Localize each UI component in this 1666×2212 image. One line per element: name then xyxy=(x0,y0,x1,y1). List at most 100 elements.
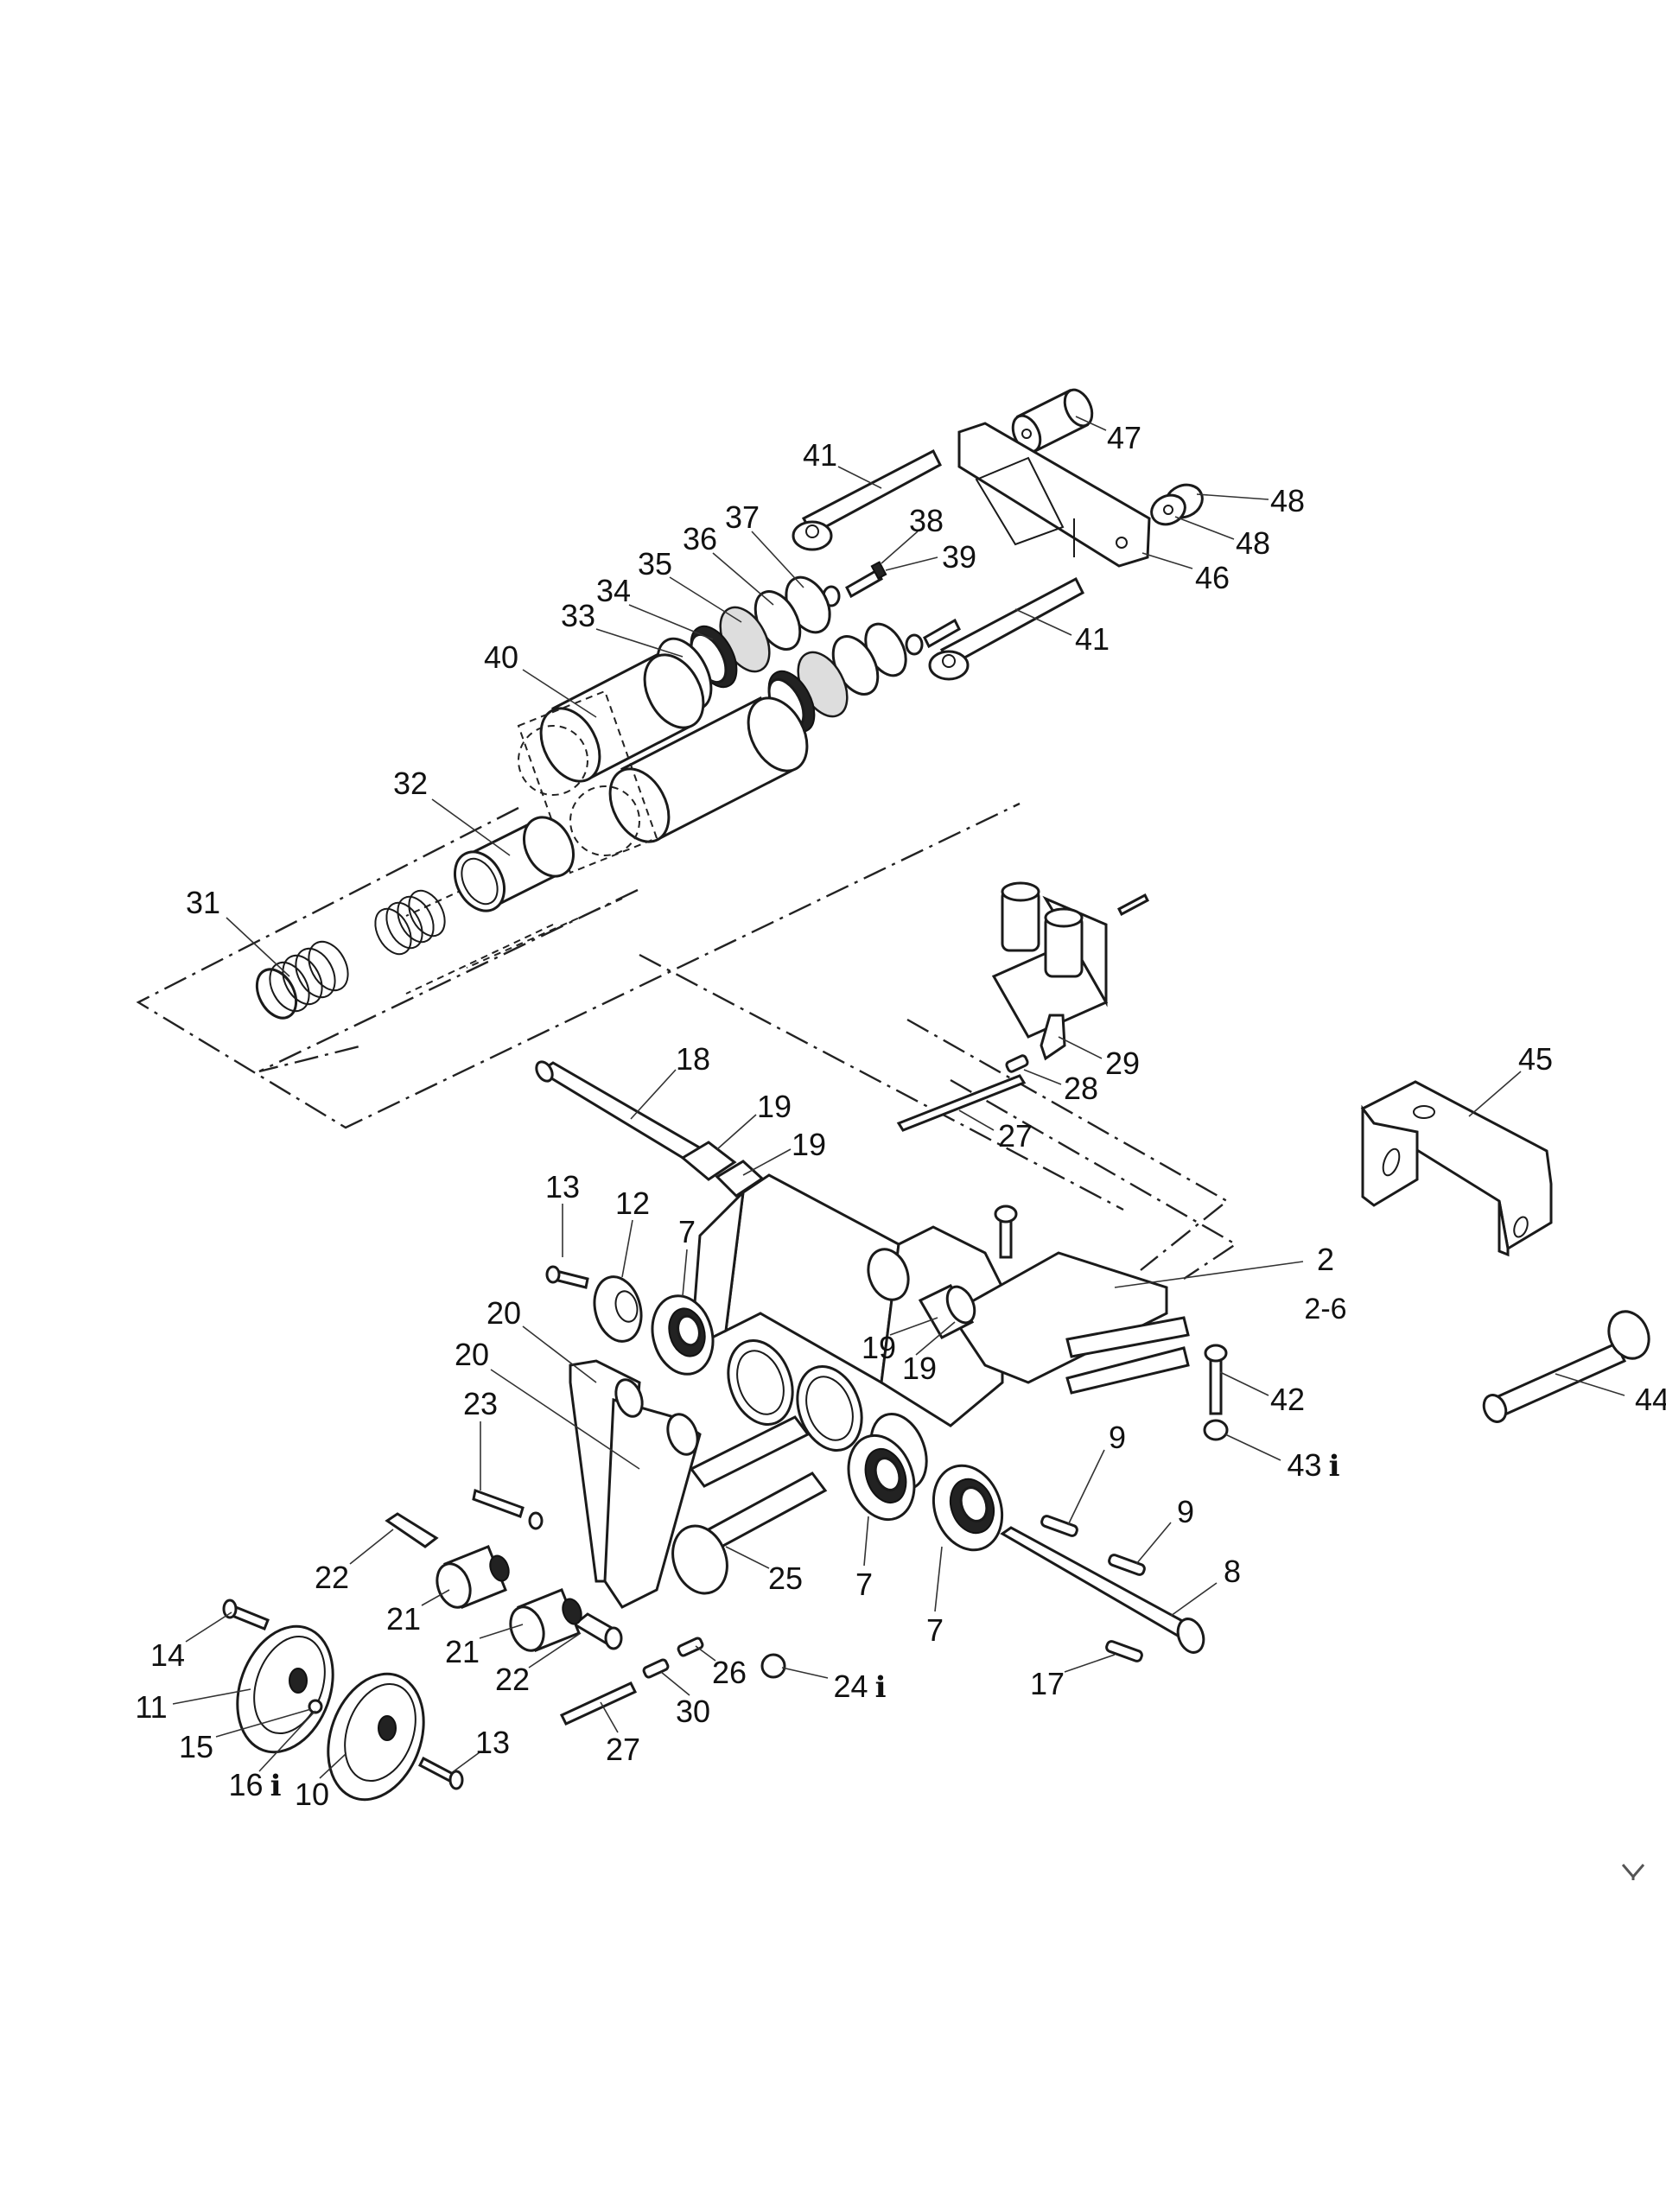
callout-text: 21 xyxy=(385,1601,422,1637)
part-32-bushing xyxy=(453,816,575,912)
callout-9: 9 xyxy=(1109,1422,1126,1453)
callout-text: 27 xyxy=(605,1732,641,1767)
part-25-shaft xyxy=(671,1415,828,1595)
callout-text: 19 xyxy=(756,1089,792,1124)
callout-text: 13 xyxy=(474,1725,511,1760)
callout-38: 38 xyxy=(909,505,944,537)
callout-46: 46 xyxy=(1195,563,1230,594)
callout-11: 11 xyxy=(135,1692,167,1723)
callout-text: 8 xyxy=(1223,1554,1242,1589)
callout-text: 36 xyxy=(682,521,718,556)
callout-18: 18 xyxy=(676,1044,710,1075)
callout-text: 37 xyxy=(724,499,760,535)
part-47-sleeve xyxy=(1011,388,1094,454)
callout-text: 2 xyxy=(1316,1242,1335,1277)
part-29-fitting xyxy=(1040,1014,1066,1061)
main-frame xyxy=(690,1173,1004,1491)
callout-text: 33 xyxy=(560,598,596,633)
part-43-nut xyxy=(1203,1419,1229,1441)
part-9-key-upper xyxy=(1040,1515,1078,1537)
callout-text: 7 xyxy=(925,1612,944,1648)
part-41-rod-lower xyxy=(928,576,1084,681)
callout-14: 14 xyxy=(150,1640,185,1671)
part-12-washer xyxy=(593,1275,643,1343)
callout-10: 10 xyxy=(295,1779,329,1810)
callout-text: 20 xyxy=(486,1295,522,1331)
callout-text: 22 xyxy=(314,1560,350,1595)
callout-7: 7 xyxy=(926,1615,944,1646)
callout-44: 44 xyxy=(1635,1384,1666,1415)
callout-text: 9 xyxy=(1176,1494,1195,1529)
part-30-setscrew xyxy=(642,1658,670,1679)
sensor-bracket xyxy=(991,881,1149,1039)
callout-text: 48 xyxy=(1269,483,1306,518)
part-2-plate xyxy=(948,1205,1190,1395)
callout-text: 19 xyxy=(791,1127,827,1162)
callout-text: 15 xyxy=(178,1729,214,1764)
callout-33: 33 xyxy=(561,601,595,632)
callout-text: 23 xyxy=(462,1386,499,1421)
callout-28: 28 xyxy=(1064,1073,1098,1104)
callout-7: 7 xyxy=(678,1217,696,1248)
callout-text: 42 xyxy=(1269,1382,1306,1417)
info-icon: i xyxy=(1328,1449,1340,1484)
callout-20: 20 xyxy=(486,1298,521,1329)
callout-text: 29 xyxy=(1104,1046,1141,1081)
callout-text: 10 xyxy=(294,1777,330,1812)
callout-text: 7 xyxy=(677,1214,696,1249)
part-14-bolt xyxy=(222,1599,270,1630)
part-7-bearing-middle xyxy=(847,1433,916,1522)
part-10-pulley xyxy=(327,1672,425,1802)
callout-text: 39 xyxy=(941,539,977,575)
callout-19: 19 xyxy=(757,1091,792,1122)
callout-text: 30 xyxy=(675,1694,711,1729)
part-17-key xyxy=(1105,1640,1143,1662)
callout-32: 32 xyxy=(393,768,428,799)
part-23-bolt xyxy=(472,1488,544,1530)
callout-19: 19 xyxy=(862,1332,896,1363)
callout-8: 8 xyxy=(1224,1556,1241,1587)
callout-9: 9 xyxy=(1177,1497,1194,1528)
callout-42: 42 xyxy=(1270,1384,1305,1415)
callout-36: 36 xyxy=(683,524,717,555)
callout-13: 13 xyxy=(475,1727,510,1758)
callout-text: 40 xyxy=(483,639,519,675)
callout-27: 27 xyxy=(606,1734,640,1765)
callout-text: 25 xyxy=(767,1560,804,1596)
callout-20: 20 xyxy=(455,1339,489,1370)
close-x-icon[interactable] xyxy=(1619,1859,1647,1887)
callout-12: 12 xyxy=(615,1188,650,1219)
callout-text: 19 xyxy=(901,1351,938,1386)
callout-19: 19 xyxy=(902,1353,937,1384)
callout-text: 19 xyxy=(861,1330,897,1365)
part-41-rod-upper xyxy=(792,448,942,551)
part-7-bearing-upper xyxy=(651,1294,715,1376)
part-46-lever-arm xyxy=(957,422,1151,568)
callout-text: 16 xyxy=(228,1767,264,1802)
callout-text: 45 xyxy=(1517,1041,1554,1077)
callout-text: 20 xyxy=(454,1337,490,1372)
part-26-setscrew xyxy=(677,1637,704,1657)
callout-25: 25 xyxy=(768,1563,803,1594)
callout-35: 35 xyxy=(638,549,672,580)
part-22-pin-lower xyxy=(572,1612,623,1650)
callout-text: 17 xyxy=(1029,1666,1065,1701)
part-42-pin xyxy=(1204,1344,1228,1415)
callout-text: 43 xyxy=(1287,1447,1322,1483)
part-31-spring-front xyxy=(255,940,349,1020)
callout-48: 48 xyxy=(1270,486,1305,517)
part-11-pulley xyxy=(236,1624,334,1754)
callout-text: 14 xyxy=(149,1637,186,1673)
part-19-bushing-lower xyxy=(918,1284,976,1339)
callout-text: 44 xyxy=(1634,1382,1666,1417)
callout-21: 21 xyxy=(445,1637,480,1668)
callout-22: 22 xyxy=(495,1664,530,1695)
callout-text: 27 xyxy=(997,1118,1033,1154)
part-9-key-lower xyxy=(1108,1554,1146,1576)
callout-text: 28 xyxy=(1063,1071,1099,1106)
callout-text: 18 xyxy=(675,1041,711,1077)
